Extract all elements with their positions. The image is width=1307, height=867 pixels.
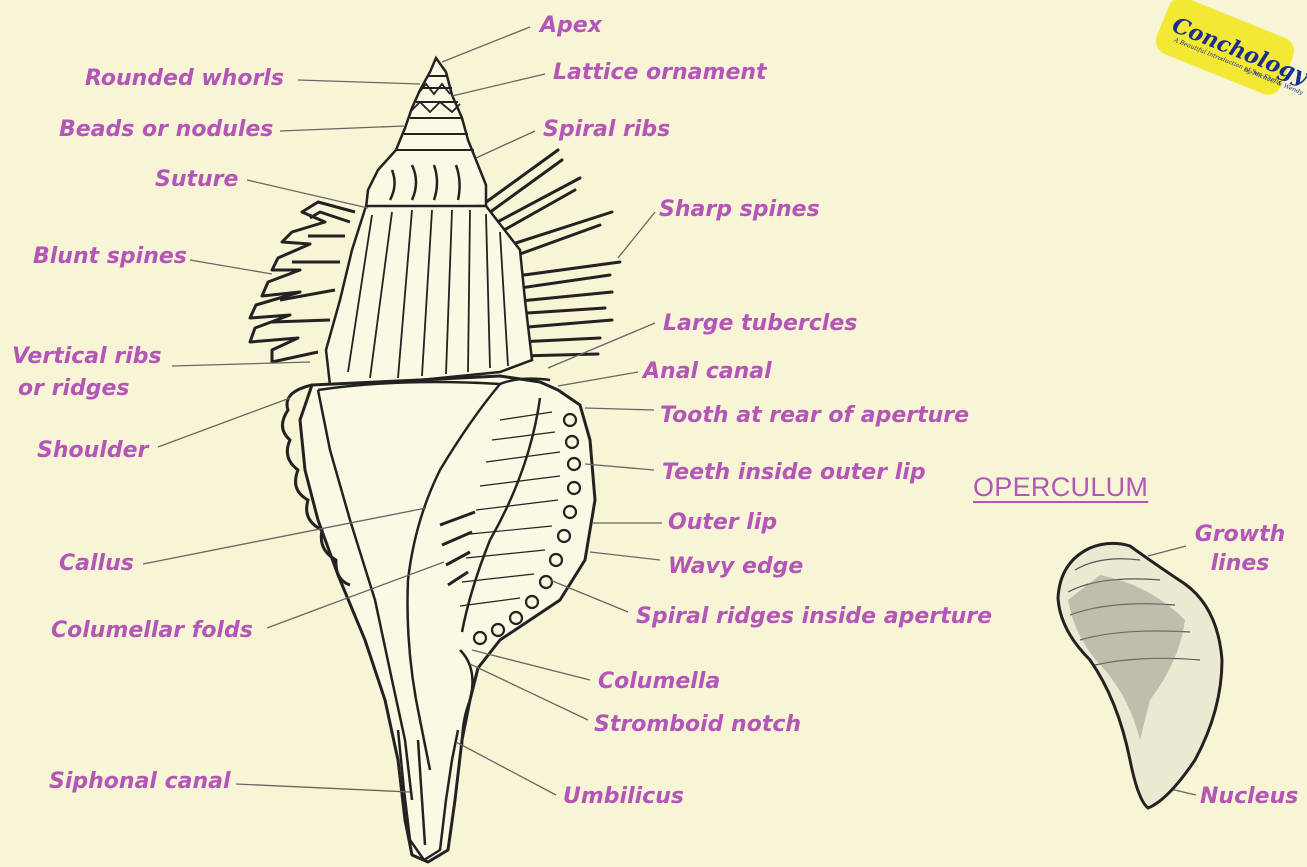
label-tooth-rear-aperture: Tooth at rear of aperture [660, 405, 969, 427]
label-umbilicus: Umbilicus [563, 786, 684, 808]
label-teeth-outer-lip: Teeth inside outer lip [662, 462, 926, 484]
label-stromboid-notch: Stromboid notch [594, 714, 801, 736]
shell-spire [366, 58, 486, 208]
conchology-logo: Conchology A Beautiful Introduction of S… [1150, 8, 1300, 94]
label-growth-lines: Growth lines [1192, 520, 1288, 578]
label-shoulder: Shoulder [37, 440, 148, 462]
label-large-tubercles: Large tubercles [663, 313, 857, 335]
operculum-drawing [1058, 543, 1222, 808]
shell-body [282, 376, 595, 862]
label-blunt-spines: Blunt spines [33, 246, 187, 268]
label-growth: Growth [1195, 522, 1286, 547]
label-beads-or-nodules: Beads or nodules [59, 119, 273, 141]
label-lattice-ornament: Lattice ornament [553, 62, 767, 84]
label-or-ridges: or ridges [18, 378, 130, 400]
label-anal-canal: Anal canal [643, 361, 772, 383]
label-columella: Columella [598, 671, 720, 693]
label-siphonal-canal: Siphonal canal [49, 771, 231, 793]
label-spiral-ribs: Spiral ribs [543, 119, 670, 141]
label-rounded-whorls: Rounded whorls [85, 68, 284, 90]
label-outer-lip: Outer lip [668, 512, 777, 534]
label-spiral-ridges-aperture: Spiral ridges inside aperture [636, 606, 992, 628]
body-whorl [326, 206, 532, 385]
label-callus: Callus [59, 553, 134, 575]
label-lines: lines [1211, 551, 1270, 576]
label-suture: Suture [155, 169, 238, 191]
label-columellar-folds: Columellar folds [51, 620, 253, 642]
label-apex: Apex [540, 15, 602, 37]
operculum-title: OPERCULUM [973, 472, 1148, 503]
label-nucleus: Nucleus [1200, 786, 1298, 808]
label-sharp-spines: Sharp spines [659, 199, 820, 221]
label-wavy-edge: Wavy edge [668, 556, 803, 578]
label-vertical-ribs: Vertical ribs [12, 346, 162, 368]
